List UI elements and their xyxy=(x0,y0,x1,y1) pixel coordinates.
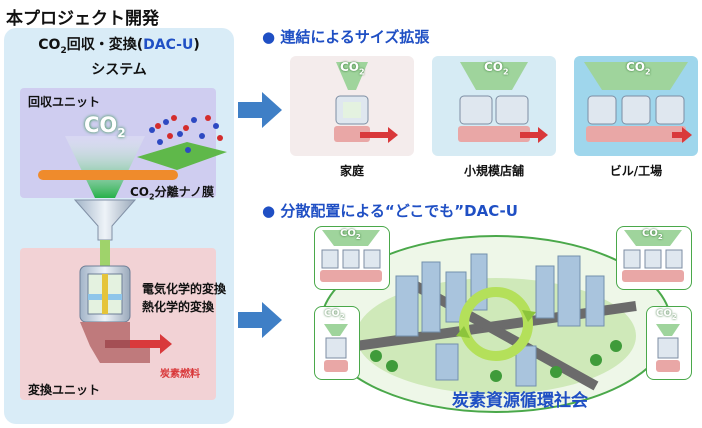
fuel-label: 炭素燃料 xyxy=(160,369,200,380)
shop-co2-text: CO xyxy=(484,60,504,74)
dist-topright-co2-text: CO xyxy=(642,228,658,239)
home-unit-icon xyxy=(334,62,398,143)
dist-bottomleft-co2-text: CO xyxy=(324,308,340,319)
funnel xyxy=(73,199,137,241)
scale-heading-text: 連結によるサイズ拡張 xyxy=(280,28,430,46)
city-illustration xyxy=(320,235,672,413)
arrow-to-scale-icon xyxy=(238,92,282,128)
system-title-co: CO xyxy=(38,37,61,53)
scale-bullet-icon: ● xyxy=(262,28,276,46)
dist-bottomright-co2-sub: 2 xyxy=(671,313,677,321)
recycle-ring xyxy=(459,287,533,361)
dac-device-illustration xyxy=(38,136,178,363)
dist-bottomleft-co2: CO2 xyxy=(324,308,345,321)
process-thermochemical: 熱化学的変換 xyxy=(142,300,215,314)
dist-topleft-co2-sub: 2 xyxy=(355,233,361,241)
system-title-brand: DAC-U xyxy=(143,37,194,53)
dist-unit-bottomleft-icon xyxy=(324,324,348,372)
city-buildings xyxy=(395,253,605,387)
dist-unit-bottomright-icon xyxy=(656,324,680,372)
dist-bottomright-co2-text: CO xyxy=(656,308,672,319)
system-title-line2: システム xyxy=(91,61,147,78)
conversion-unit-label: 変換ユニット xyxy=(28,383,101,397)
scale-caption-shop: 小規模店舗 xyxy=(463,164,524,178)
home-co2-sub: 2 xyxy=(359,67,365,77)
dist-topleft-co2: CO2 xyxy=(340,228,361,241)
dist-bottomleft-co2-sub: 2 xyxy=(339,313,345,321)
dist-unit-topleft-icon xyxy=(320,230,382,282)
recovery-co2-text: CO xyxy=(84,113,118,137)
feed-pipe xyxy=(100,240,110,270)
dist-heading-text: 分散配置による“どこでも”DAC-U xyxy=(280,202,518,220)
dist-unit-topright-icon xyxy=(622,230,684,282)
dist-heading: ● 分散配置による“どこでも”DAC-U xyxy=(262,200,518,221)
fuel-arrow xyxy=(130,334,172,354)
co2-intake-arrow xyxy=(65,136,145,198)
scale-heading: ● 連結によるサイズ拡張 xyxy=(262,26,429,47)
shop-co2-sub: 2 xyxy=(503,67,509,77)
membrane-prefix: CO xyxy=(130,185,150,199)
recovery-unit-label: 回収ユニット xyxy=(28,95,101,109)
membrane-molecules-icon xyxy=(137,115,227,170)
building-co2-text: CO xyxy=(626,60,646,74)
home-co2-text: CO xyxy=(340,60,360,74)
arrow-to-dist-icon xyxy=(238,302,282,338)
membrane-label: CO2分離ナノ膜 xyxy=(130,183,214,201)
system-title-suffix: ) xyxy=(193,37,200,53)
system-title-sub: 2 xyxy=(60,45,67,56)
scale-caption-building: ビル/工場 xyxy=(609,164,663,178)
system-title: CO2回収・変換(DAC-U) システム xyxy=(4,36,234,80)
membrane-suffix: 分離ナノ膜 xyxy=(154,185,214,199)
project-title: 本プロジェクト開発 xyxy=(6,9,159,29)
outlet-pipe xyxy=(105,340,145,348)
recycle-arrow-1 xyxy=(522,310,536,322)
building-unit-icon xyxy=(584,62,692,143)
recycle-arrow-2 xyxy=(456,326,470,338)
recovery-co2-sub: 2 xyxy=(117,126,126,141)
membrane-bar xyxy=(38,170,178,180)
dist-topright-co2: CO2 xyxy=(642,228,663,241)
shop-unit-icon xyxy=(458,62,548,143)
shop-co2-label: CO2 xyxy=(484,60,509,76)
home-co2-label: CO2 xyxy=(340,60,365,76)
city-trees xyxy=(370,340,622,382)
dist-topright-co2-sub: 2 xyxy=(657,233,663,241)
recovery-co2-label: CO2 xyxy=(84,113,126,140)
scale-caption-home: 家庭 xyxy=(339,164,364,178)
building-co2-label: CO2 xyxy=(626,60,651,76)
reactor-core xyxy=(102,274,108,314)
process-electrochemical: 電気化学的変換 xyxy=(142,282,227,296)
dist-bottomright-co2: CO2 xyxy=(656,308,677,321)
city-title: 炭素資源循環社会 xyxy=(452,391,588,411)
dist-topleft-co2-text: CO xyxy=(340,228,356,239)
dist-bullet-icon: ● xyxy=(262,202,276,220)
building-co2-sub: 2 xyxy=(645,67,651,77)
system-title-mid: 回収・変換( xyxy=(66,37,144,53)
process-labels: 電気化学的変換 熱化学的変換 xyxy=(142,280,226,316)
membrane-sub: 2 xyxy=(149,192,155,202)
